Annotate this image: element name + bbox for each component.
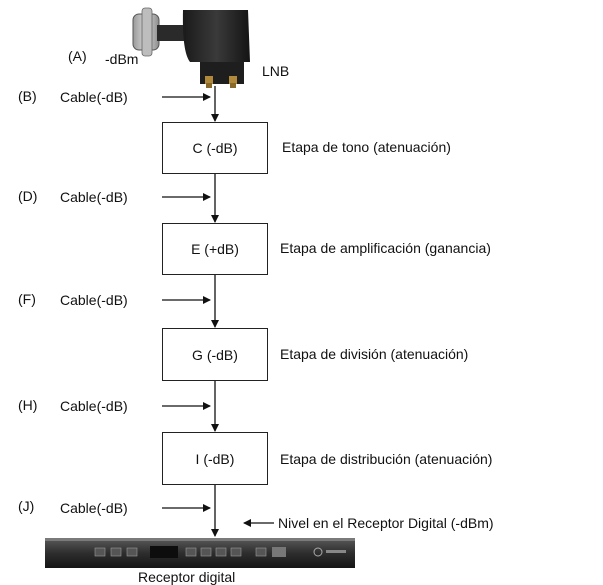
stage-i-description: Etapa de distribución (atenuación) xyxy=(280,451,493,467)
lnb-label: LNB xyxy=(262,63,290,79)
receiver-level-label: Nivel en el Receptor Digital (-dBm) xyxy=(278,515,494,531)
label-a: (A) xyxy=(68,48,87,64)
cable-h-id: (H) xyxy=(18,397,38,413)
cable-b-id: (B) xyxy=(18,88,37,104)
cable-d-label: Cable(-dB) xyxy=(60,189,128,205)
stage-c-description: Etapa de tono (atenuación) xyxy=(282,139,451,155)
cable-h-label: Cable(-dB) xyxy=(60,398,128,414)
cable-b-label: Cable(-dB) xyxy=(60,89,128,105)
stage-g-box: G (-dB) xyxy=(162,328,268,381)
cable-j-id: (J) xyxy=(18,498,35,514)
stage-e-box: E (+dB) xyxy=(162,223,268,275)
cable-d-id: (D) xyxy=(18,188,38,204)
receiver-caption: Receptor digital xyxy=(138,569,236,585)
stage-i-box: I (-dB) xyxy=(162,432,268,485)
cable-f-label: Cable(-dB) xyxy=(60,292,128,308)
cable-f-id: (F) xyxy=(18,291,36,307)
receiver-icon xyxy=(45,538,355,568)
lnb-output-level: -dBm xyxy=(105,51,139,67)
lnb-icon xyxy=(132,7,250,88)
stage-g-description: Etapa de división (atenuación) xyxy=(280,346,469,362)
cable-j-label: Cable(-dB) xyxy=(60,500,128,516)
stage-e-description: Etapa de amplificación (ganancia) xyxy=(280,240,491,256)
stage-c-box: C (-dB) xyxy=(162,122,268,174)
